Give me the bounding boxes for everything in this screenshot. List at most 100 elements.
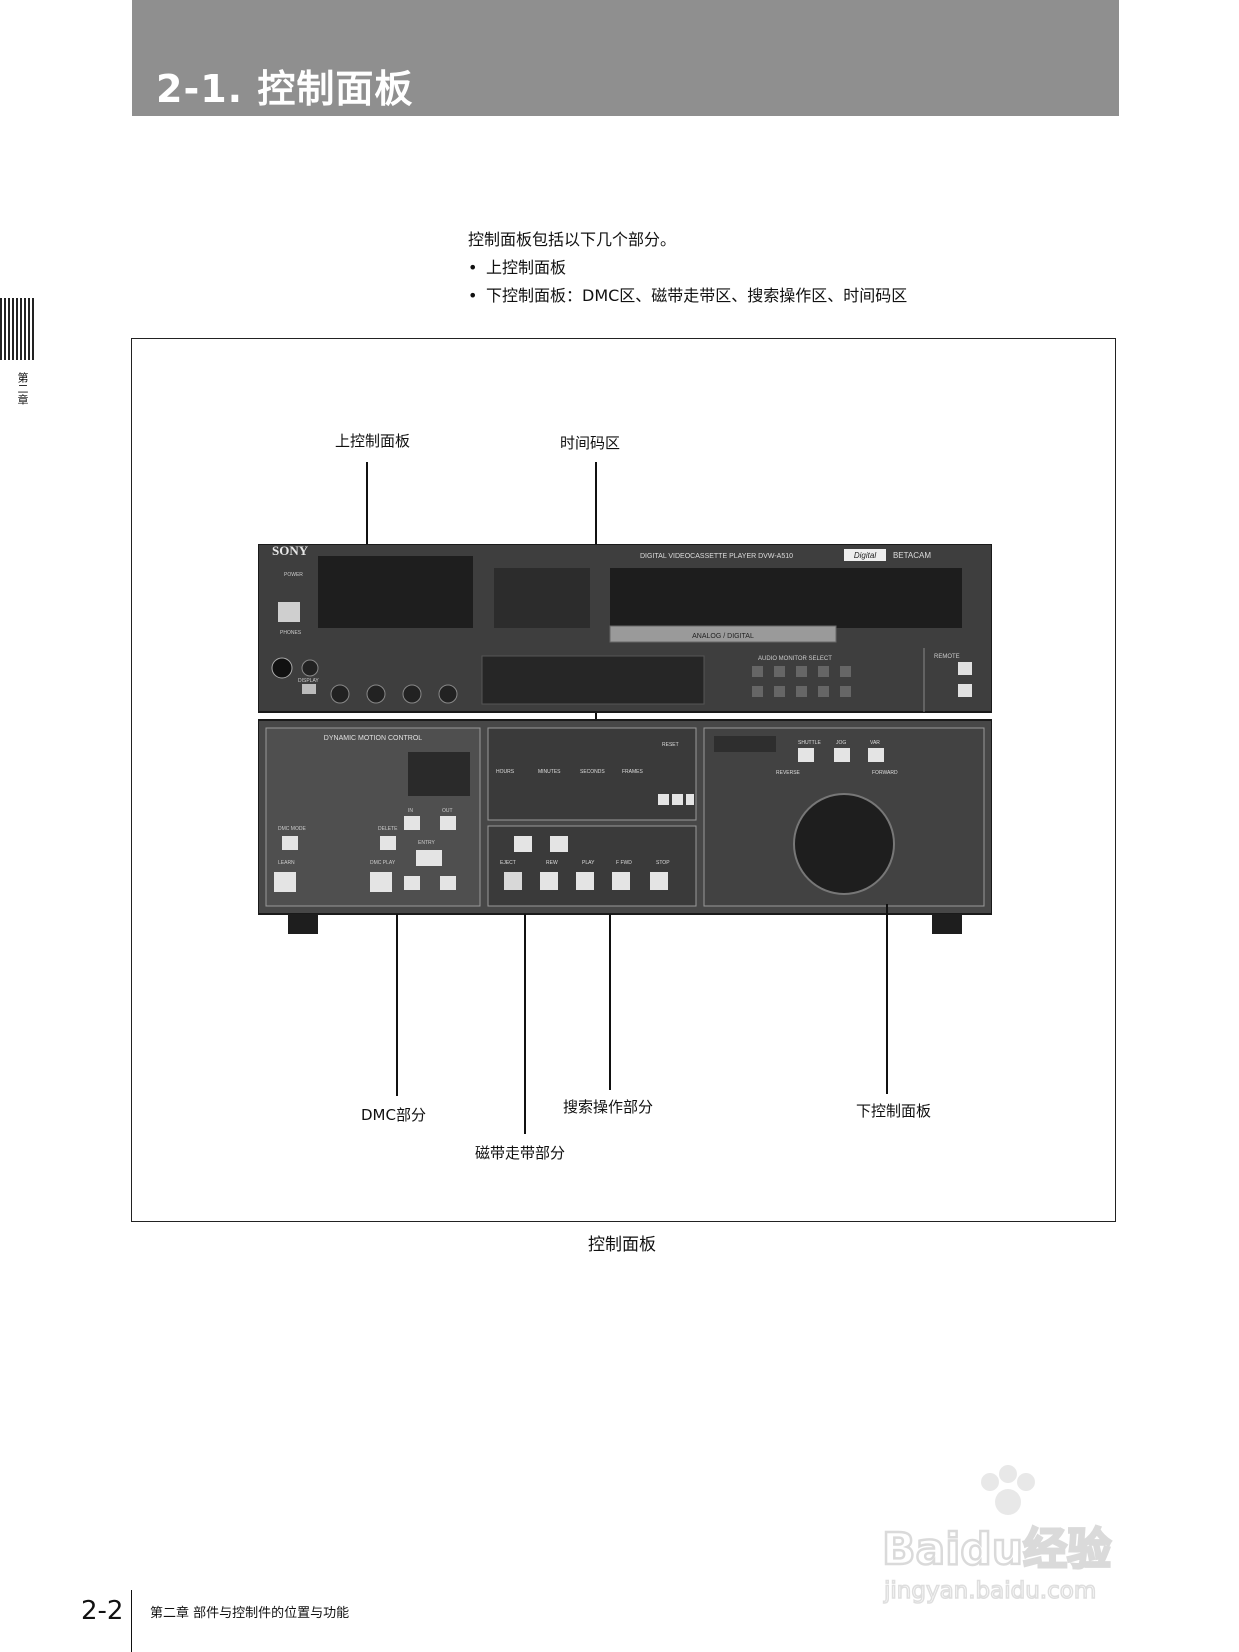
learn-label: LEARN bbox=[278, 860, 295, 866]
minutes-label: MINUTES bbox=[538, 769, 561, 775]
section-title: 2-1. 控制面板 bbox=[156, 67, 414, 111]
monitor-select-button bbox=[796, 666, 807, 677]
play-label: PLAY bbox=[582, 860, 595, 866]
power-switch bbox=[278, 602, 300, 622]
figure-caption: 控制面板 bbox=[588, 1235, 656, 1255]
ffwd-label: F FWD bbox=[616, 860, 632, 866]
bullet-dot: • bbox=[468, 258, 478, 277]
chapter-tab-marker bbox=[0, 298, 36, 360]
remote-button bbox=[958, 684, 972, 697]
dmc-play-button bbox=[370, 872, 392, 892]
stop-label: STOP bbox=[656, 860, 670, 866]
dmc-display bbox=[408, 752, 470, 796]
entry-button bbox=[416, 850, 442, 866]
jog-button bbox=[834, 748, 850, 762]
paw-icon bbox=[981, 1465, 1035, 1515]
jog-label: JOG bbox=[836, 740, 846, 746]
model-name: DIGITAL VIDEOCASSETTE PLAYER DVW-A510 bbox=[640, 553, 793, 560]
dmc-play-label: DMC PLAY bbox=[370, 860, 396, 866]
power-label: POWER bbox=[284, 572, 303, 578]
out-button bbox=[440, 816, 456, 830]
counter-button bbox=[658, 794, 669, 805]
out-step-button bbox=[440, 876, 456, 890]
intro-bullet-lower: •下控制面板：DMC区、磁带走带区、搜索操作区、时间码区 bbox=[468, 282, 907, 310]
dmc-mode-label: DMC MODE bbox=[278, 826, 306, 832]
bullet-dot: • bbox=[468, 286, 478, 305]
pb-level-knob bbox=[402, 684, 422, 704]
out-label: OUT bbox=[442, 808, 453, 814]
learn-button bbox=[274, 872, 296, 892]
frames-label: FRAMES bbox=[622, 769, 644, 775]
label-timecode: 时间码区 bbox=[560, 434, 621, 452]
monitor-select-button bbox=[774, 686, 785, 697]
brand-logo: SONY bbox=[272, 544, 309, 558]
monitor-select-button bbox=[818, 666, 829, 677]
shuttle-label: SHUTTLE bbox=[798, 740, 821, 746]
seconds-label: SECONDS bbox=[580, 769, 605, 775]
rew-button bbox=[540, 872, 558, 890]
forward-label: FORWARD bbox=[872, 770, 898, 776]
intro-text: 控制面板包括以下几个部分。 •上控制面板 •下控制面板：DMC区、磁带走带区、搜… bbox=[468, 226, 907, 310]
monitor-select-button bbox=[796, 686, 807, 697]
dmc-title: DYNAMIC MOTION CONTROL bbox=[324, 735, 422, 742]
entry-label: ENTRY bbox=[418, 840, 436, 846]
counter-button bbox=[686, 794, 694, 805]
standby-button bbox=[514, 836, 532, 852]
in-button bbox=[404, 816, 420, 830]
hours-label: HOURS bbox=[496, 769, 515, 775]
tape-compartment bbox=[481, 655, 705, 705]
pb-level-knob bbox=[366, 684, 386, 704]
delete-label: DELETE bbox=[378, 826, 398, 832]
leader-line-tape bbox=[524, 914, 526, 1134]
dmc-mode-button bbox=[282, 836, 298, 850]
eject-label: EJECT bbox=[500, 860, 516, 866]
var-button bbox=[868, 748, 884, 762]
leader-line-upper-panel bbox=[366, 462, 368, 544]
reverse-label: REVERSE bbox=[776, 770, 801, 776]
delete-button bbox=[380, 836, 396, 850]
stop-button bbox=[650, 872, 668, 890]
analog-digital-label: ANALOG / DIGITAL bbox=[692, 633, 754, 640]
monitor-select-button bbox=[752, 686, 763, 697]
label-search: 搜索操作部分 bbox=[563, 1098, 654, 1116]
watermark-brand: Baidu经验 bbox=[882, 1524, 1111, 1575]
side-chapter-label: 第二章 bbox=[16, 372, 29, 405]
leader-line-search bbox=[609, 914, 611, 1090]
monitor-select-button bbox=[840, 686, 851, 697]
leader-line-lower-panel bbox=[886, 904, 888, 1094]
search-dial bbox=[793, 793, 895, 895]
label-tape: 磁带走带部分 bbox=[475, 1144, 566, 1162]
rew-label: REW bbox=[546, 860, 558, 866]
section-header-bar: 2-1. 控制面板 bbox=[132, 0, 1119, 116]
label-lower-panel: 下控制面板 bbox=[856, 1102, 932, 1120]
betacam-logo: BETACAM bbox=[893, 551, 931, 560]
counter-button bbox=[672, 794, 683, 805]
monitor-select-button bbox=[840, 666, 851, 677]
page-number: 2-2 bbox=[81, 1596, 124, 1626]
display-label: DISPLAY bbox=[298, 678, 319, 684]
pb-level-knob bbox=[330, 684, 350, 704]
label-upper-panel: 上控制面板 bbox=[335, 432, 411, 450]
shuttle-button bbox=[798, 748, 814, 762]
monitor-select-button bbox=[818, 686, 829, 697]
reset-label: RESET bbox=[662, 742, 679, 748]
device-foot bbox=[288, 914, 318, 934]
display-window bbox=[318, 556, 473, 628]
footer-chapter-title: 第二章 部件与控制件的位置与功能 bbox=[150, 1606, 350, 1621]
device-foot bbox=[932, 914, 962, 934]
analog-digital-strip bbox=[609, 625, 837, 643]
leader-line-dmc bbox=[396, 914, 398, 1096]
pb-level-knob bbox=[438, 684, 458, 704]
remote-label: REMOTE bbox=[934, 654, 960, 660]
cassette-slot bbox=[610, 568, 962, 628]
watermark-url: jingyan.baidu.com bbox=[883, 1578, 1096, 1604]
var-label: VAR bbox=[870, 740, 880, 746]
digital-logo: Digital bbox=[854, 551, 876, 560]
monitor-select-button bbox=[752, 666, 763, 677]
ffwd-button bbox=[612, 872, 630, 890]
audio-monitor-label: AUDIO MONITOR SELECT bbox=[758, 656, 832, 662]
search-indicator bbox=[714, 736, 776, 752]
footer-divider bbox=[131, 1590, 132, 1652]
baidu-jingyan-watermark: Baidu经验 jingyan.baidu.com bbox=[881, 1465, 1112, 1605]
remote-button bbox=[958, 662, 972, 675]
